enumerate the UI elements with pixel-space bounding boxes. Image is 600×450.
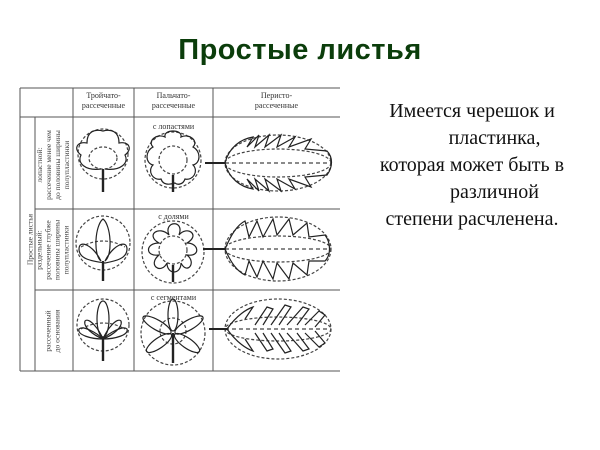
- row-label-line: до основания: [52, 309, 62, 353]
- column-header-pinnate: Перисто- рассеченные: [213, 91, 340, 111]
- trifoliate-lobed-leaf-icon: [76, 128, 130, 192]
- column-header-palmate: Пальчато- рассеченные: [134, 91, 213, 111]
- column-header-trifoliate: Тройчато- рассеченные: [73, 91, 134, 111]
- group-label-simple-leaves: Простые листья: [25, 213, 35, 266]
- row-label-lobed: лопастной: рассечение менее чем до полов…: [35, 119, 73, 211]
- row-label-line: рассечение менее чем: [44, 130, 53, 200]
- body-line: которая может быть в: [379, 154, 565, 176]
- row-label-line: до половины ширины: [53, 130, 62, 200]
- body-line: степени расчленена.: [385, 208, 559, 230]
- row-label-line: половины ширины: [52, 219, 62, 281]
- palmate-dissected-leaf-icon: [140, 298, 206, 366]
- row-label-line: раздельный:: [34, 230, 44, 270]
- body-line: различной: [450, 181, 539, 203]
- trifoliate-dissected-leaf-icon: [76, 298, 130, 361]
- caption-with-lobes: с лопастями: [152, 122, 195, 131]
- column-header-line: Тройчато-: [86, 91, 121, 100]
- row-label-line: лопастной:: [35, 147, 44, 183]
- palmate-divided-leaf-icon: [141, 220, 205, 284]
- slide-title: Простые листья: [178, 34, 422, 66]
- row-label-line: полупластинки: [62, 140, 71, 190]
- row-label-line: рассеченный: [43, 310, 53, 352]
- body-text: Имеется черешок и пластинка, которая мож…: [352, 98, 592, 233]
- caption-with-divisions: с долями: [158, 212, 189, 221]
- column-header-line: рассеченные: [151, 101, 196, 110]
- palmate-lobed-leaf-icon: [144, 130, 202, 192]
- leaf-classification-figure: Тройчато- рассеченные Пальчато- рассечен…: [15, 85, 345, 385]
- column-header-line: рассеченные: [81, 101, 126, 110]
- column-header-line: Пальчато-: [156, 91, 191, 100]
- row-label-dissected: рассеченный до основания: [44, 291, 64, 372]
- table-grid: [19, 87, 340, 372]
- body-line: Имеется черешок и: [389, 100, 555, 122]
- column-header-line: Перисто-: [260, 91, 293, 100]
- pinnate-divided-leaf-icon: [203, 216, 332, 282]
- pinnate-dissected-leaf-icon: [209, 298, 332, 360]
- pinnate-lobed-leaf-icon: [205, 133, 333, 193]
- body-line: пластинка,: [448, 127, 541, 149]
- column-header-line: рассеченные: [254, 101, 299, 110]
- caption-with-segments: с сегментами: [150, 293, 197, 302]
- row-label-divided: раздельный: рассечение глубже половины ш…: [35, 210, 73, 291]
- row-label-line: полупластинки: [61, 225, 71, 275]
- trifoliate-divided-leaf-icon: [75, 215, 131, 281]
- row-label-line: рассечение глубже: [43, 220, 53, 280]
